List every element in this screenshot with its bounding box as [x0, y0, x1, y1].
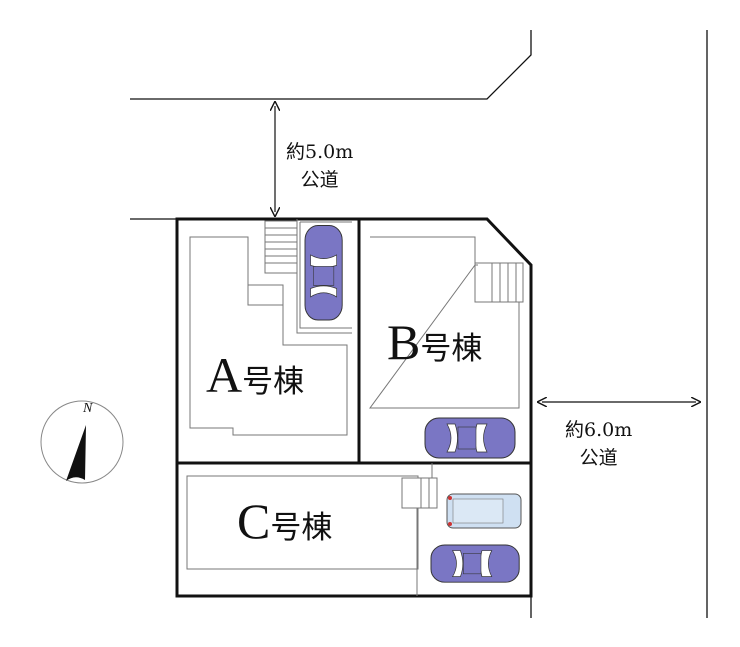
lot-boundaries	[175, 217, 533, 598]
unit-b-suffix: 号棟	[420, 331, 483, 367]
car-icon-c-light	[446, 493, 522, 529]
car-icon-b	[424, 417, 516, 459]
unit-a-label: A 号棟	[206, 346, 304, 404]
north-road-type: 公道	[300, 169, 339, 191]
car-icon-c	[430, 544, 520, 583]
building-a-porch	[247, 285, 283, 306]
building-c-outline	[186, 475, 419, 570]
unit-c-label: C 号棟	[237, 492, 332, 550]
unit-b-letter: B	[387, 314, 421, 370]
north-road-width: 約5.0m	[286, 141, 354, 163]
unit-a-suffix: 号棟	[242, 364, 305, 400]
road-lines	[130, 30, 708, 618]
north-road-label: 約5.0m 公道	[286, 138, 353, 194]
unit-c-suffix: 号棟	[270, 510, 333, 546]
east-road-width: 約6.0m	[565, 419, 633, 441]
unit-c-letter: C	[237, 493, 271, 549]
compass-icon	[40, 400, 124, 484]
east-road-type: 公道	[579, 447, 618, 469]
car-icon-a	[304, 224, 343, 321]
stairs-c	[401, 477, 438, 509]
stairs-a	[264, 220, 298, 274]
stairs-b	[474, 262, 524, 303]
building-a-outline	[189, 236, 348, 436]
east-road-label: 約6.0m 公道	[565, 416, 632, 472]
unit-a-letter: A	[206, 347, 243, 403]
unit-b-label: B 号棟	[387, 313, 482, 371]
compass-north-label: N	[83, 401, 93, 416]
